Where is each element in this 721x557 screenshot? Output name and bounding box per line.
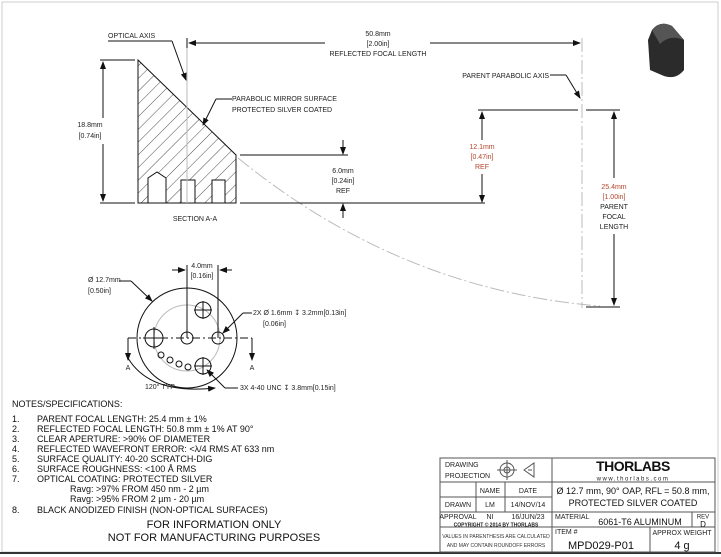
note-text: REFLECTED WAVEFRONT ERROR: <λ/4 RMS AT 6…: [37, 444, 274, 454]
note-7-sub-2: Ravg: >95% FROM 2 µm - 20 µm: [70, 494, 204, 504]
name-header: NAME: [480, 488, 501, 495]
material-header: MATERIAL: [555, 514, 590, 521]
material-value: 6061-T6 ALUMINUM: [598, 517, 682, 527]
notes-section: NOTES/SPECIFICATIONS: 1. PARENT FOCAL LEN…: [12, 399, 320, 544]
drawn-label: DRAWN: [445, 502, 471, 509]
edge-in: [0.24in]: [332, 178, 355, 185]
tap-spec: 3X 4-40 UNC ↧ 3.8mm[0.15in]: [240, 384, 336, 392]
note-text: CLEAR APERTURE: >90% OF DIAMETER: [37, 434, 211, 444]
description-1: Ø 12.7 mm, 90° OAP, RFL = 50.8 mm,: [557, 486, 710, 496]
note-number: 1.: [12, 414, 20, 424]
values-note-2: AND MAY CONTAIN ROUNDOFF ERRORS: [447, 543, 546, 549]
offset-in: [0.47in]: [471, 154, 494, 161]
approval-label: APPROVAL: [439, 514, 476, 521]
edge-mm: 6.0mm: [332, 168, 354, 175]
description-2: PROTECTED SILVER COATED: [569, 498, 698, 508]
values-note-1: VALUES IN PARENTHESIS ARE CALCULATED: [442, 534, 550, 540]
note-number: 8.: [12, 505, 20, 515]
optical-axis-label: OPTICAL AXIS: [108, 33, 156, 40]
offset-ref: REF: [475, 164, 489, 171]
thorlabs-logo: THORLABS: [596, 458, 670, 474]
rfl-in: [2.00in]: [367, 41, 390, 48]
note-number: 4.: [12, 444, 20, 454]
note-text: REFLECTED FOCAL LENGTH: 50.8 mm ± 1% AT …: [37, 424, 254, 434]
note-text: PARENT FOCAL LENGTH: 25.4 mm ± 1%: [37, 414, 207, 424]
disclaimer-2: NOT FOR MANUFACTURING PURPOSES: [108, 532, 320, 544]
pfl-label-3: LENGTH: [600, 224, 628, 231]
approval-date: 16/JUN/23: [511, 514, 544, 521]
note-text: SURFACE QUALITY: 40-20 SCRATCH-DIG: [37, 454, 212, 464]
offset-mm: 12.1mm: [469, 144, 494, 151]
bottom-view: [125, 265, 255, 392]
section-mark-right: A: [250, 365, 255, 372]
rev-header: REV: [697, 515, 709, 521]
item-header: ITEM #: [555, 529, 578, 536]
pin-spec-1: 2X Ø 1.6mm ↧ 3.2mm[0.13in]: [253, 309, 346, 317]
note-text: SURFACE ROUGHNESS: <100 Å RMS: [37, 464, 196, 474]
rfl-label: REFLECTED FOCAL LENGTH: [330, 51, 427, 58]
copyright: COPYRIGHT © 2014 BY THORLABS: [454, 522, 539, 529]
pin-spec-2: [0.06in]: [263, 321, 286, 328]
note-number: 3.: [12, 434, 20, 444]
parent-axis-label: PARENT PARABOLIC AXIS: [462, 73, 549, 80]
note-number: 6.: [12, 464, 20, 474]
weight-header: APPROX WEIGHT: [652, 530, 712, 537]
surface-label-2: PROTECTED SILVER COATED: [232, 107, 332, 114]
title-block: [439, 457, 716, 553]
section-mark-left: A: [126, 365, 131, 372]
diameter-mm: Ø 12.7mm: [88, 277, 121, 284]
section-view: [137, 38, 601, 308]
approval-name: NI: [487, 514, 494, 521]
weight-value: 4 g: [674, 540, 689, 552]
edge-ref: REF: [336, 188, 350, 195]
item-number: MPD029-P01: [568, 540, 634, 552]
diameter-in: [0.50in]: [88, 288, 111, 295]
pfl-label-1: PARENT: [600, 204, 629, 211]
pfl-label-2: FOCAL: [602, 214, 625, 221]
note-7-sub-1: Ravg: >97% FROM 450 nm - 2 µm: [70, 484, 209, 494]
angle-label: 120° TYP: [145, 383, 175, 391]
website: www.thorlabs.com: [596, 477, 670, 483]
pfl-mm: 25.4mm: [601, 184, 626, 191]
projection-label-1: DRAWING: [445, 462, 479, 469]
drawn-name: LM: [485, 502, 495, 509]
projection-label-2: PROJECTION: [445, 473, 490, 480]
disclaimer-1: FOR INFORMATION ONLY: [147, 519, 282, 531]
note-number: 7.: [12, 474, 20, 484]
surface-label-1: PARABOLIC MIRROR SURFACE: [232, 96, 337, 103]
product-thumbnail: [648, 23, 684, 78]
pfl-in: [1.00in]: [603, 194, 626, 201]
spacing-in: [0.16in]: [191, 273, 214, 280]
spacing-mm: 4.0mm: [191, 263, 213, 270]
height-in: [0.74in]: [79, 133, 102, 140]
drawn-date: 14/NOV/14: [511, 502, 546, 509]
height-mm: 18.8mm: [77, 122, 102, 129]
section-label: SECTION A-A: [173, 216, 218, 223]
rfl-mm: 50.8mm: [365, 31, 390, 38]
date-header: DATE: [519, 488, 537, 495]
note-text: BLACK ANODIZED FINISH (NON-OPTICAL SURFA…: [37, 505, 268, 515]
rev-value: D: [700, 520, 706, 529]
note-text: OPTICAL COATING: PROTECTED SILVER: [37, 474, 213, 484]
note-number: 5.: [12, 454, 20, 464]
notes-heading: NOTES/SPECIFICATIONS:: [12, 399, 122, 409]
note-number: 2.: [12, 424, 20, 434]
